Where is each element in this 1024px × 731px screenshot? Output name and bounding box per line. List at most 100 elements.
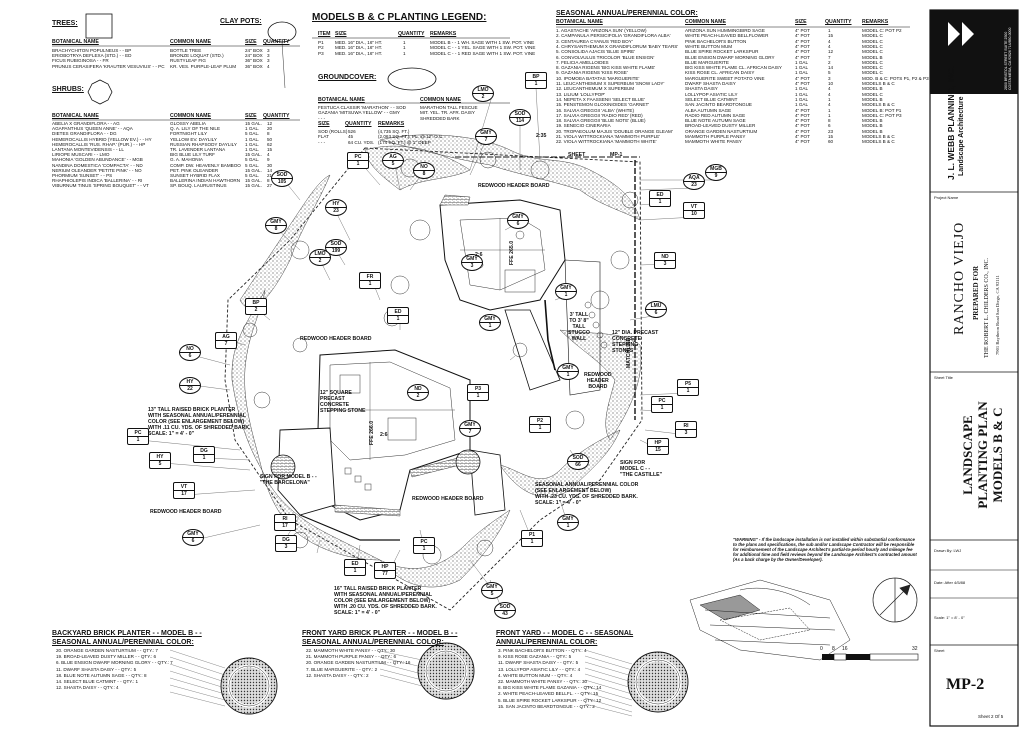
seasonal-row-s: 1 GAL [795, 59, 809, 65]
seasonal-row-b: 4. CHRYSANTHEMUM X GRANDIFLORUM 'BABY TE… [556, 43, 679, 49]
plant-tag-count: 2 [408, 391, 428, 399]
sheet-label: Sheet [934, 648, 945, 653]
seasonal-row-q: 10 [828, 81, 834, 86]
seasonal-row-s: 4" POT [795, 134, 810, 139]
shrub-row-c: GLOSSY ABELIA [170, 121, 206, 126]
plant-tag-code: PC [354, 153, 362, 160]
trees-col-common: COMMON NAME [170, 39, 211, 45]
firm-name: J. L. WEBB PLANNING, INC. [946, 66, 956, 180]
property-line [224, 147, 643, 611]
seasonal-row-b: 20. TROPAEOLUM MAJUS 'DOUBLE ORANGE GLEA… [556, 128, 673, 134]
groundcover-header: GROUNDCOVER: [318, 74, 377, 81]
model-c-house [439, 199, 566, 311]
seasonal-row-r: MODELS B & C [862, 81, 895, 86]
seasonal-row-q: 15 [828, 134, 834, 139]
tree-row-q: 3 [267, 53, 270, 59]
plant-tag-count: 6 [183, 536, 203, 544]
tree-row-c: KR. VES. PURPLE-LEAF PLUM [170, 63, 237, 69]
seasonal-row-s: 1 GAL [795, 70, 809, 76]
plant-tag-code: SOD [514, 110, 526, 117]
seasonal-row-q: 12 [828, 49, 834, 55]
shrub-row-b: HEMEROCALLIS HYBRID (YELLOW EV.) - - HY [52, 136, 152, 142]
shrub-row-s: 15 GAL. [245, 152, 262, 158]
note-stucco-wall: 3' TALL TO 3' 8" TALL STUCCO WALL [568, 312, 590, 342]
plant-tag-code: NO [186, 345, 194, 352]
shrub-row-s: 5 GAL. [245, 173, 260, 178]
seasonal-col-remarks: REMARKS [862, 19, 889, 25]
plant-tag-count: 7 [216, 339, 236, 347]
shrubs-col-quantity: QUANTITY [263, 113, 290, 119]
seasonal-row-s: 1 GAL [795, 102, 809, 108]
seasonal-row-s: 4" POT [795, 118, 810, 124]
seasonal-col-botanical: BOTANICAL NAME [556, 19, 603, 25]
ffe-model-c: FFE 265.0 [509, 240, 516, 266]
plant-tag-code: PC [658, 397, 666, 404]
gc-q-col-size: SIZE [318, 121, 330, 127]
shrubs-col-common: COMMON NAME [170, 113, 211, 119]
tree-row-s: 24" BOX [245, 53, 263, 59]
groundcover-qty-row-s: - - - [318, 139, 326, 145]
plant-tag-code: ND [414, 385, 422, 392]
gc-q-col-remarks: REMARKS [378, 121, 405, 127]
plant-tag-count: 10 [684, 209, 704, 217]
seasonal-row-s: 4" POT [795, 28, 810, 33]
trees-col-quantity: QUANTITY [263, 39, 290, 45]
shrub-row-q: 21 [267, 173, 273, 178]
shrub-row-c: YELLOW EV. DAYLILY [170, 136, 217, 142]
shrub-row-q: 27 [267, 183, 273, 189]
groundcover-row-c: MIT. YEL. TR. AFR. DAISY [420, 110, 475, 116]
shrub-row-b: MAHONIA 'GOLDEN ABUNDANCE' - - MGB [52, 157, 143, 163]
plant-tag-code: HY [186, 378, 194, 385]
plant-tag-count: 1 [558, 370, 578, 378]
shrub-row-b: NERIUM OLEANDER 'PETITE PINK' - - NO [52, 167, 142, 173]
note-stepping-stones-12: 12" DIA. PRECAST CONCRETE STEPPING STONE… [612, 330, 659, 354]
tree-row-s: 24" BOX [245, 48, 263, 53]
pots-col-quantity: QUANTITY [398, 31, 425, 37]
seasonal-row-r: MODEL C [862, 70, 883, 76]
plant-tag-count: 9 [706, 171, 726, 179]
note-seasonal-c: SEASONAL ANNUAL/PERENNIAL COLOR (SEE ENL… [535, 482, 639, 506]
shrubs-col-size: SIZE [245, 113, 257, 119]
plant-tag-count: 15 [648, 445, 668, 453]
plant-tag-code: GMY [466, 255, 478, 262]
plant-tag-count: 1 [652, 403, 672, 411]
plant-tag-code: P5 [684, 380, 692, 387]
plant-tag-count: 1 [388, 314, 408, 322]
plant-tag-count: 2 [310, 256, 330, 264]
seasonal-row-c: SAN JACINTO BEARDTONGUE [685, 102, 752, 108]
seasonal-row-r: MODELS B & C [862, 139, 895, 145]
seasonal-row-b: 7. FELICIA AMELLOIDES [556, 59, 609, 65]
plant-tag-count: 1 [128, 435, 148, 443]
scale-tick-16: 16 [842, 646, 848, 652]
seasonal-row-r: MODEL C [862, 49, 883, 55]
seasonal-row-c: BLUE SPIRE ROCKET LARKSPUR [685, 49, 759, 55]
gc-col-botanical: BOTANICAL NAME [318, 97, 365, 103]
seasonal-row-q: 8 [828, 118, 831, 124]
note-sign-model-b: SIGN FOR MODEL B - - "THE BARCELONA" [260, 474, 317, 486]
enlargement-list-item: 18. BLUE NOTE AUTUMN SAGE - - QTY.: 8 [56, 672, 147, 678]
frontyard-b-sub: SEASONAL ANNUAL/PERENNIAL COLOR: [302, 639, 444, 646]
pot-row-q: 1 [403, 45, 406, 51]
seasonal-row-r: MODEL B [862, 118, 883, 124]
seasonal-row-b: 15. PENSTEMON GLOXINIOIDES 'GARNET' [556, 102, 650, 108]
seasonal-row-b: 2. CAMPANULA PERSICIFOLIA 'GRANDIFLORA A… [556, 33, 671, 39]
shrub-row-c: COMP. DW. HEAVENLY BAMBOO [170, 162, 241, 168]
seasonal-row-r: MODEL C [862, 43, 883, 49]
seasonal-row-q: 1 [828, 96, 831, 102]
sheet-title: LANDSCAPE PLANTING PLAN MODELS B & C [960, 401, 1005, 509]
note-square-stone: 12" SQUARE PRECAST CONCRETE STEPPING STO… [320, 390, 366, 414]
